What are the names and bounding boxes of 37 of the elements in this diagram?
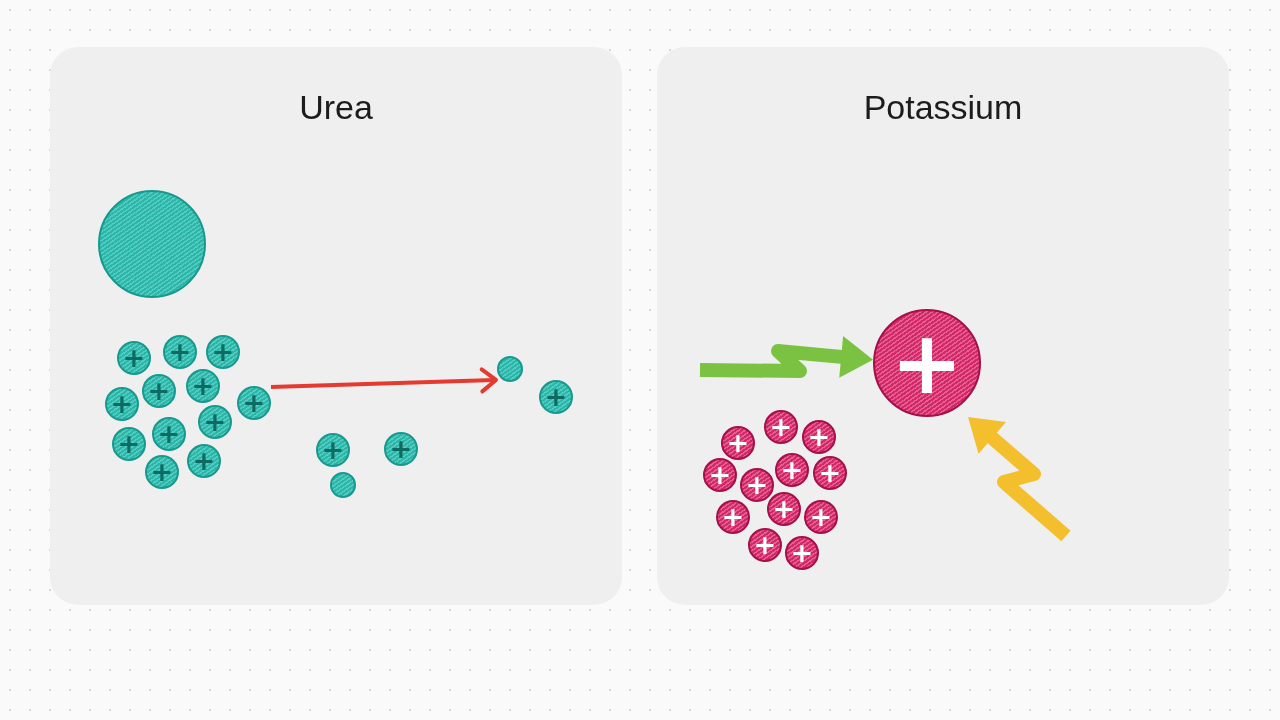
plus-sign: + bbox=[809, 503, 833, 531]
arrow bbox=[270, 367, 498, 394]
plus-sign: + bbox=[726, 429, 750, 457]
plus-sign: + bbox=[192, 447, 216, 475]
plus-sign: + bbox=[708, 461, 732, 489]
plus-sign: + bbox=[389, 435, 413, 463]
panel-title: Potassium bbox=[863, 87, 1023, 127]
panel-card bbox=[50, 47, 622, 605]
plus-sign: + bbox=[790, 539, 814, 567]
plus-sign: + bbox=[147, 377, 171, 405]
plus-sign: + bbox=[780, 456, 804, 484]
plus-sign: + bbox=[544, 383, 568, 411]
plus-sign: + bbox=[157, 420, 181, 448]
plus-sign: + bbox=[168, 338, 192, 366]
particle bbox=[330, 472, 356, 498]
panel-title: Urea bbox=[299, 87, 373, 127]
plus-sign: + bbox=[721, 503, 745, 531]
plus-sign: + bbox=[890, 319, 964, 407]
lightning-arrow bbox=[699, 335, 874, 378]
plus-sign: + bbox=[150, 458, 174, 486]
plus-sign: + bbox=[772, 495, 796, 523]
plus-sign: + bbox=[110, 390, 134, 418]
plus-sign: + bbox=[753, 531, 777, 559]
plus-sign: + bbox=[818, 459, 842, 487]
plus-sign: + bbox=[211, 338, 235, 366]
plus-sign: + bbox=[203, 408, 227, 436]
plus-sign: + bbox=[191, 372, 215, 400]
plus-sign: + bbox=[117, 430, 141, 458]
plus-sign: + bbox=[745, 471, 769, 499]
plus-sign: + bbox=[769, 413, 793, 441]
plus-sign: + bbox=[807, 423, 831, 451]
particle bbox=[497, 356, 523, 382]
plus-sign: + bbox=[122, 344, 146, 372]
lightning-arrow bbox=[968, 417, 1071, 542]
plus-sign: + bbox=[242, 389, 266, 417]
plus-sign: + bbox=[321, 436, 345, 464]
panel-card bbox=[657, 47, 1229, 605]
